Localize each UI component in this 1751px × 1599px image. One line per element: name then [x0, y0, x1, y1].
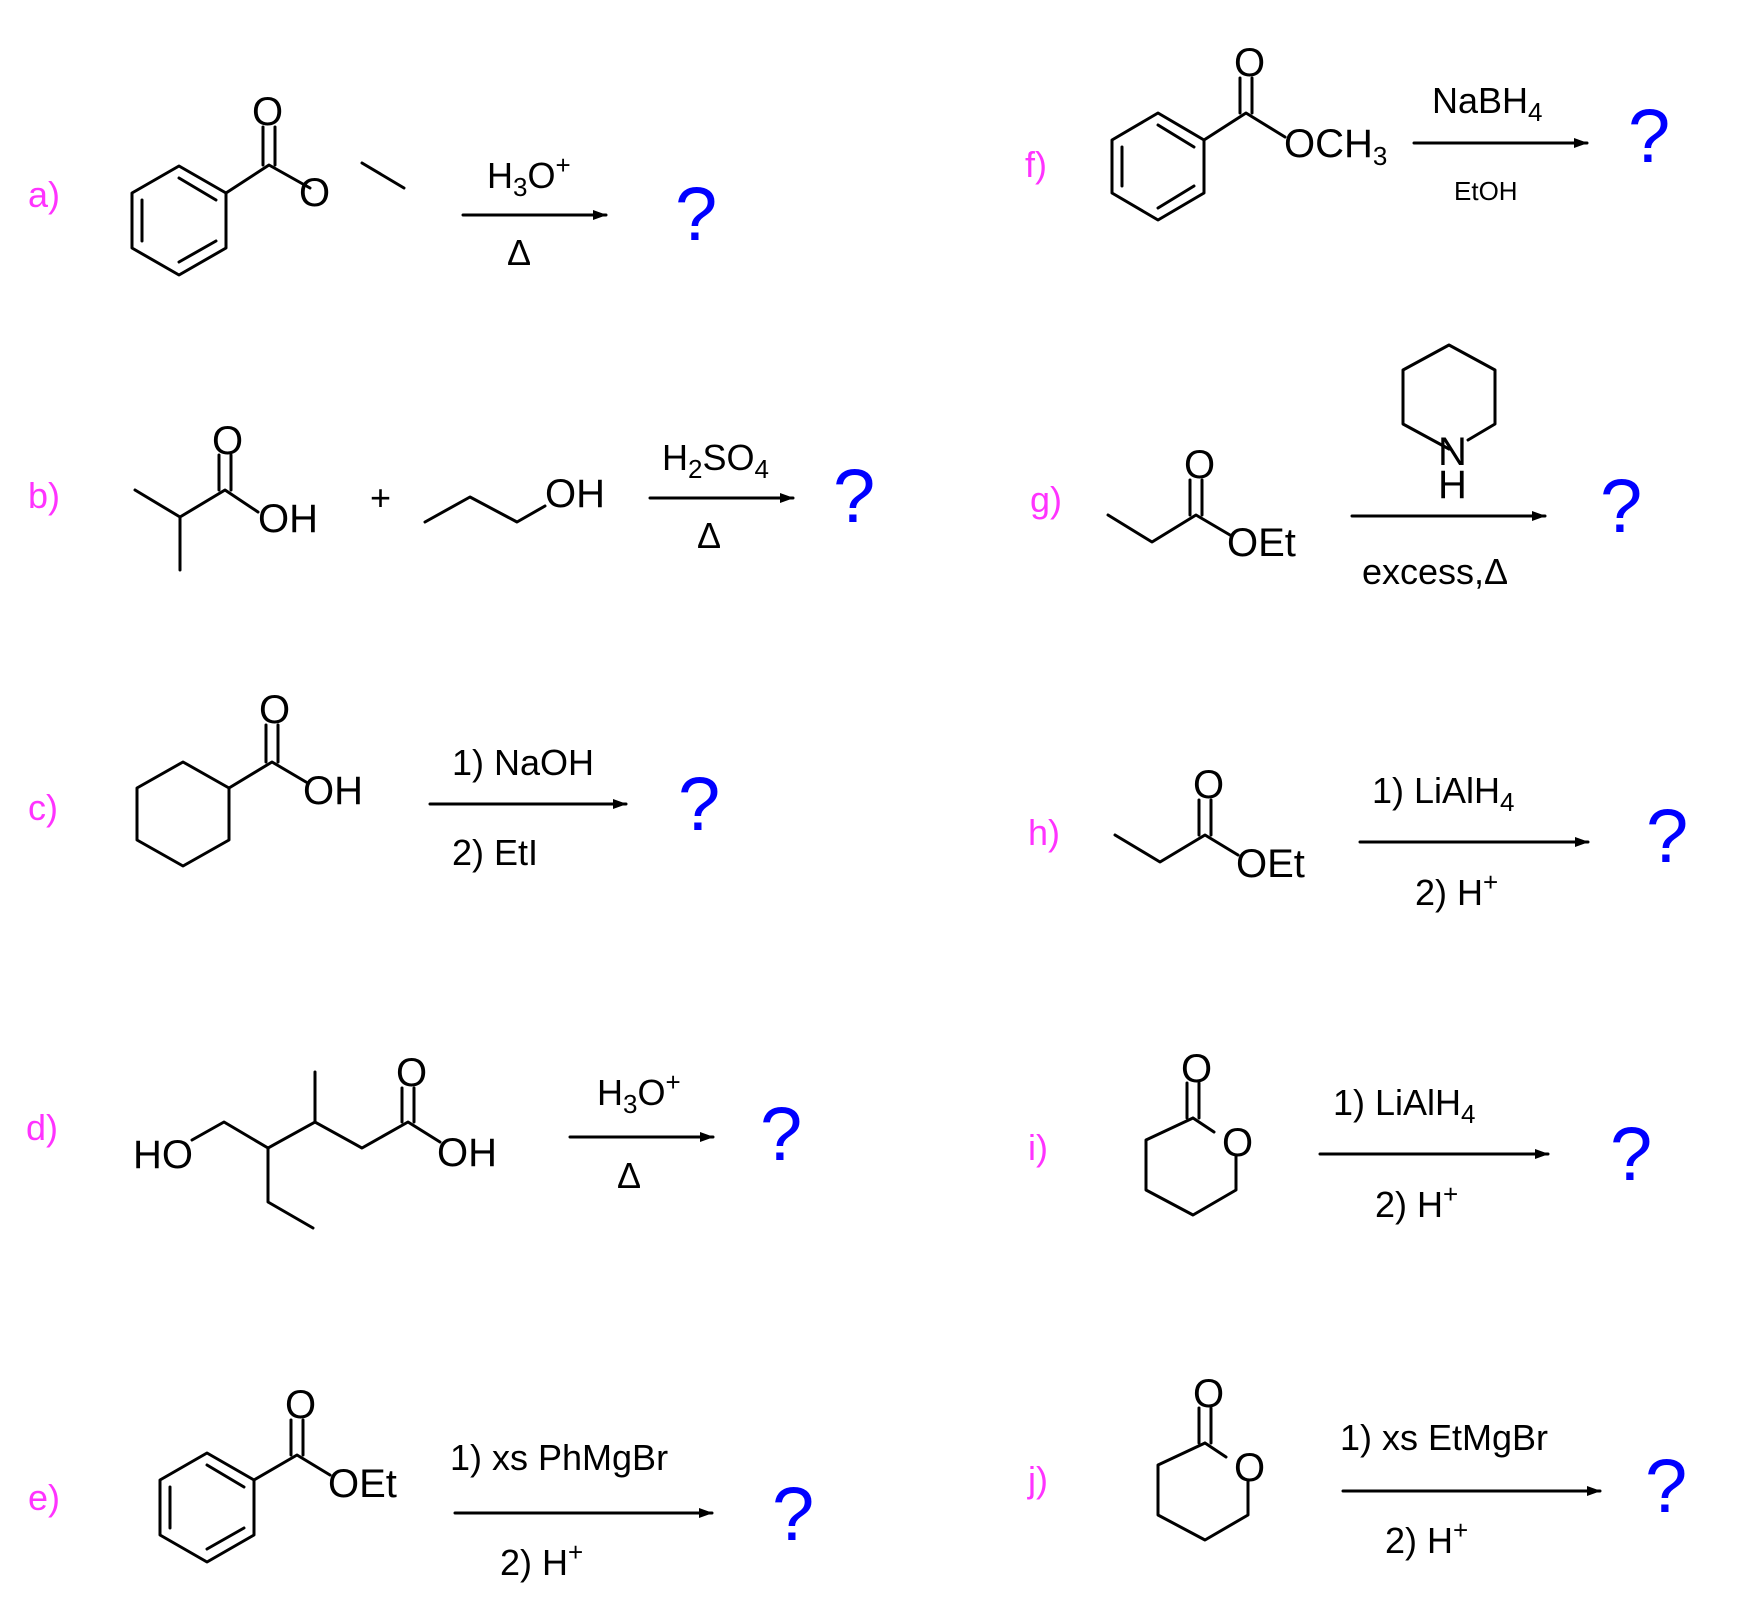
ring-oxygen: O — [1222, 1121, 1253, 1165]
atom-label: O — [1234, 41, 1265, 85]
reagent-above-d: H3O+ — [597, 1067, 681, 1119]
product-question-mark: ? — [678, 762, 720, 847]
product-question-mark: ? — [760, 1092, 802, 1177]
ethyl-propanoate-structure — [1113, 798, 1240, 864]
reaction-c: c) O OH 1) NaOH 2) EtI ? — [28, 688, 720, 873]
reaction-label-f: f) — [1025, 144, 1047, 185]
reagent-below-d: Δ — [617, 1155, 641, 1196]
atom-label: O — [1184, 443, 1215, 487]
ethyl-benzoate-structure — [158, 1418, 332, 1564]
atom-label: O — [259, 688, 290, 732]
atom-label: OEt — [1236, 842, 1305, 886]
reaction-j: j) O O 1) xs EtMgBr 2) H+ ? — [1027, 1372, 1687, 1561]
reagent-above-h: 1) LiAlH4 — [1372, 770, 1515, 817]
atom-label: OEt — [1227, 521, 1296, 565]
atom-label: HO — [133, 1133, 193, 1177]
atom-label: O — [1193, 763, 1224, 807]
ethyl-benzoate-structure — [130, 125, 406, 277]
reagent-below-g: excess,Δ — [1362, 551, 1508, 592]
atom-label: OH — [437, 1131, 497, 1175]
reagent-below-i: 2) H+ — [1375, 1179, 1458, 1225]
reaction-e: e) O OEt 1) xs PhMgBr 2) H+ ? — [28, 1383, 814, 1583]
product-question-mark: ? — [772, 1472, 814, 1557]
atom-label: O — [396, 1051, 427, 1095]
atom-label: O — [285, 1383, 316, 1427]
reaction-label-d: d) — [26, 1107, 58, 1148]
atom-label: OEt — [328, 1462, 397, 1506]
product-question-mark: ? — [1610, 1112, 1652, 1197]
methoxy-label: OCH3 — [1284, 122, 1387, 171]
reagent-above-b: H2SO4 — [662, 437, 769, 484]
reagent-below-c: 2) EtI — [452, 832, 538, 873]
reagent-above-j: 1) xs EtMgBr — [1340, 1417, 1548, 1458]
propanol-structure — [423, 495, 547, 524]
reaction-b: b) O OH + OH H2SO4 Δ ? — [28, 419, 875, 572]
reaction-h: h) O OEt 1) LiAlH4 2) H+ ? — [1028, 763, 1688, 913]
reaction-a: a) O O H3O+ Δ ? — [28, 90, 717, 277]
product-question-mark: ? — [1628, 94, 1670, 179]
reaction-g: g) O OEt N H excess,Δ ? — [1030, 343, 1642, 592]
reagent-below-b: Δ — [697, 515, 721, 556]
reaction-f: f) O OCH3 NaBH4 EtOH ? — [1025, 41, 1670, 222]
product-question-mark: ? — [1600, 464, 1642, 549]
reaction-label-i: i) — [1028, 1127, 1048, 1168]
reagent-below-e: 2) H+ — [500, 1537, 583, 1583]
piperidine-structure — [1401, 343, 1497, 451]
atom-label: OH — [303, 769, 363, 813]
methyl-benzoate-structure — [1110, 76, 1287, 222]
piperidine-hydrogen: H — [1438, 463, 1467, 507]
reagent-below-a: Δ — [507, 232, 531, 273]
ethyl-propanoate-structure — [1106, 478, 1232, 544]
reagent-above-i: 1) LiAlH4 — [1333, 1082, 1476, 1129]
reaction-label-a: a) — [28, 174, 60, 215]
reagent-above-f: NaBH4 — [1432, 80, 1543, 127]
atom-label: O — [299, 171, 330, 215]
isobutyric-acid-structure — [133, 453, 260, 572]
hydroxy-acid-structure — [190, 1070, 442, 1230]
reagent-above-a: H3O+ — [487, 150, 571, 202]
piperidine-nitrogen: N — [1438, 430, 1467, 474]
ring-oxygen: O — [1234, 1446, 1265, 1490]
product-question-mark: ? — [1646, 794, 1688, 879]
atom-label: O — [252, 90, 283, 134]
reagent-below-f: EtOH — [1454, 176, 1518, 206]
product-question-mark: ? — [833, 454, 875, 539]
atom-label: O — [1181, 1047, 1212, 1091]
reaction-label-h: h) — [1028, 812, 1060, 853]
cyclohexanecarboxylic-acid-structure — [135, 723, 308, 868]
delta-valerolactone-structure — [1156, 1406, 1250, 1542]
product-question-mark: ? — [1645, 1444, 1687, 1529]
reaction-label-j: j) — [1027, 1459, 1048, 1500]
delta-valerolactone-structure — [1144, 1081, 1238, 1217]
reaction-i: i) O O 1) LiAlH4 2) H+ ? — [1028, 1047, 1652, 1225]
atom-label: OH — [258, 497, 318, 541]
reagent-above-c: 1) NaOH — [452, 742, 594, 783]
plus-sign: + — [370, 477, 391, 518]
atom-label: OH — [545, 472, 605, 516]
product-question-mark: ? — [675, 172, 717, 257]
atom-label: O — [212, 419, 243, 463]
reaction-label-g: g) — [1030, 479, 1062, 520]
atom-label: O — [1193, 1372, 1224, 1416]
reaction-label-c: c) — [28, 787, 58, 828]
reagent-below-h: 2) H+ — [1415, 867, 1498, 913]
reaction-label-e: e) — [28, 1477, 60, 1518]
reaction-label-b: b) — [28, 475, 60, 516]
reagent-below-j: 2) H+ — [1385, 1515, 1468, 1561]
reaction-d: d) HO O OH H3O+ Δ ? — [26, 1051, 802, 1230]
reagent-above-e: 1) xs PhMgBr — [450, 1437, 668, 1478]
